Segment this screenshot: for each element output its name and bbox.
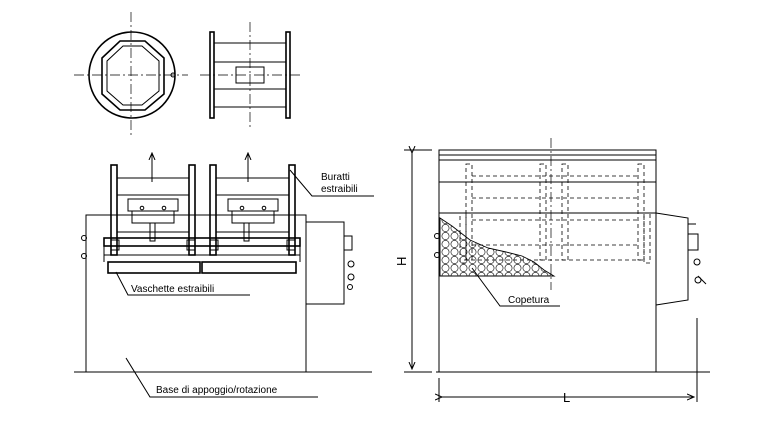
drum-2	[209, 153, 296, 256]
front-view	[74, 153, 374, 398]
cutaway-copertura	[439, 217, 556, 277]
side-gearbox	[655, 212, 689, 306]
dimension-h	[404, 150, 432, 373]
label-buratti-2: estraibili	[321, 184, 358, 195]
side-view-drum	[200, 22, 300, 128]
gearbox	[305, 221, 345, 305]
tray-left	[107, 261, 201, 274]
housing	[438, 149, 657, 373]
label-base: Base di appoggio/rotazione	[156, 385, 278, 396]
label-buratti-1: Buratti	[321, 172, 350, 183]
tray-right	[201, 261, 297, 274]
label-dim-l: L	[563, 390, 570, 405]
drum-1	[110, 153, 196, 256]
side-view	[404, 138, 710, 402]
label-copertura: Copetura	[508, 295, 550, 306]
leader-copertura	[471, 267, 560, 307]
leader-buratti	[289, 169, 374, 197]
end-view-circle	[74, 12, 188, 136]
leader-base	[125, 357, 318, 398]
dimension-l	[439, 318, 698, 402]
label-dim-h: H	[394, 257, 409, 266]
leader-vaschette	[115, 271, 250, 296]
label-vaschette: Vaschette estraibili	[131, 284, 214, 295]
